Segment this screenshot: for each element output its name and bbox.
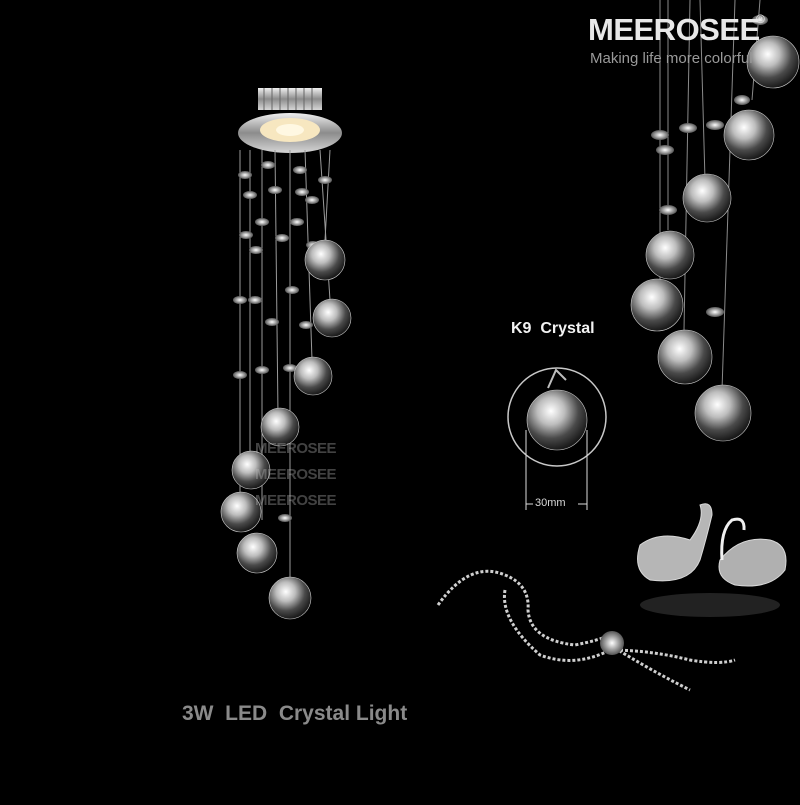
crystal-detail <box>507 367 607 510</box>
product-caption: 3W LED Crystal Light <box>182 702 408 725</box>
crystal-label: K9 Crystal <box>511 320 595 337</box>
brand-name: MEEROSEE <box>588 12 760 47</box>
size-label: 30mm <box>535 497 566 509</box>
crystal-swans <box>637 503 787 617</box>
watermark: MEEROSEE <box>255 466 337 483</box>
crystal-beads <box>233 161 332 522</box>
necklace-rose-pendant <box>600 631 624 655</box>
ceiling-fixture <box>238 88 342 153</box>
registered-mark: ® <box>756 12 765 26</box>
side-crystal-balls <box>630 35 800 442</box>
watermark: MEEROSEE <box>255 492 337 509</box>
crystal-balls <box>220 239 352 620</box>
brand-tagline: Making life more colorful <box>590 50 753 67</box>
crystal-necklace <box>436 569 736 692</box>
side-beads <box>651 15 768 317</box>
watermark: MEEROSEE <box>255 440 337 457</box>
